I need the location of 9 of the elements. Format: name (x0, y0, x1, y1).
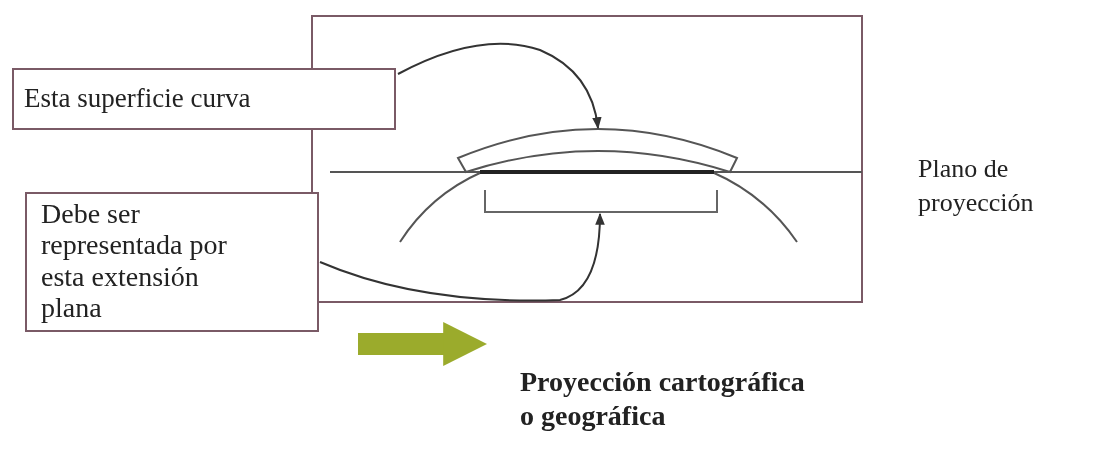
leader-arrow (397, 42, 602, 130)
callout-box: Esta superficie curva (12, 68, 396, 130)
curved-surface-band (457, 128, 738, 173)
caption-text: Proyección cartográfica o geográfica (520, 365, 816, 433)
flat-extension-bracket (484, 189, 718, 213)
callout-box: Debe ser representada por esta extensión plana (25, 192, 319, 332)
block-arrow (358, 322, 488, 366)
plane-label: Plano de proyección (918, 153, 1035, 219)
leader-arrow (319, 212, 605, 302)
